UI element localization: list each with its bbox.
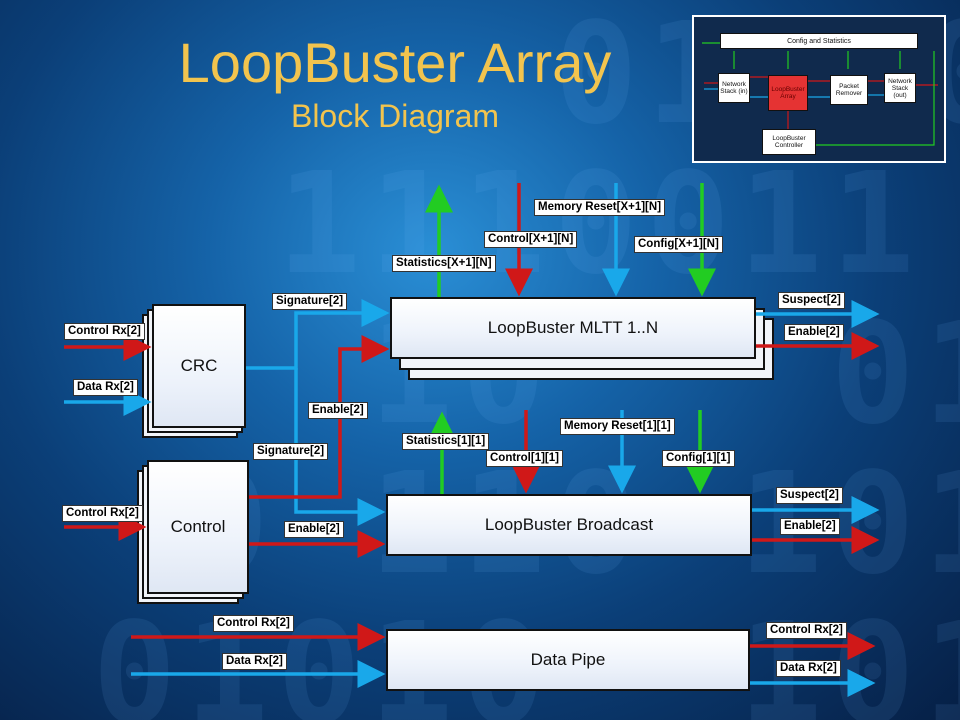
data-pipe-block: Data Pipe (386, 629, 750, 691)
label-ctl-control-rx: Control Rx[2] (62, 505, 143, 522)
overview-inset: Config and Statistics Network Stack (in)… (692, 15, 946, 163)
label-crc-data-rx: Data Rx[2] (73, 379, 138, 396)
control-block-label: Control (170, 517, 226, 536)
label-ctl-enable-top: Enable[2] (308, 402, 368, 419)
label-dp-control-in: Control Rx[2] (213, 615, 294, 632)
label-dp-data-in: Data Rx[2] (222, 653, 287, 670)
label-crc-signature-low: Signature[2] (253, 443, 329, 460)
label-mltt-statistics: Statistics[X+1][N] (392, 255, 496, 272)
broadcast-block-label: LoopBuster Broadcast (484, 515, 654, 534)
crc-block: CRC (152, 304, 246, 428)
label-bc-enable: Enable[2] (780, 518, 840, 535)
inset-net-out: Network Stack (out) (884, 73, 916, 103)
label-mltt-memreset: Memory Reset[X+1][N] (534, 199, 666, 216)
broadcast-block: LoopBuster Broadcast (386, 494, 752, 556)
label-bc-config: Config[1][1] (662, 450, 735, 467)
label-bc-control: Control[1][1] (486, 450, 563, 467)
inset-net-in: Network Stack (in) (718, 73, 750, 103)
inset-lb-array: LoopBuster Array (768, 75, 808, 111)
inset-wires (702, 42, 938, 146)
label-bc-statistics: Statistics[1][1] (402, 433, 490, 450)
inset-packet-remover: Packet Remover (830, 75, 868, 105)
label-dp-data-out: Data Rx[2] (776, 660, 841, 677)
inset-config-stats: Config and Statistics (720, 33, 918, 49)
mltt-block: LoopBuster MLTT 1..N (390, 297, 756, 359)
inset-lb-controller: LoopBuster Controller (762, 129, 816, 155)
page-title: LoopBuster Array (178, 31, 612, 94)
label-bc-memreset: Memory Reset[1][1] (560, 418, 675, 435)
label-crc-control-rx: Control Rx[2] (64, 323, 145, 340)
label-mltt-control: Control[X+1][N] (484, 231, 578, 248)
crc-block-label: CRC (180, 356, 218, 375)
crc-signature-top-wire (246, 299, 390, 370)
label-mltt-suspect: Suspect[2] (778, 292, 845, 309)
label-crc-signature-top: Signature[2] (272, 293, 348, 310)
label-bc-suspect: Suspect[2] (776, 487, 843, 504)
label-ctl-enable-low: Enable[2] (284, 521, 344, 538)
ctl-enable-top-wire (249, 335, 390, 499)
page-subtitle: Block Diagram (290, 98, 500, 134)
label-dp-control-out: Control Rx[2] (766, 622, 847, 639)
data-pipe-block-label: Data Pipe (530, 650, 606, 669)
mltt-block-label: LoopBuster MLTT 1..N (487, 318, 659, 337)
crc-signature-low-wire (294, 368, 386, 526)
control-block: Control (147, 460, 249, 594)
label-mltt-enable: Enable[2] (784, 324, 844, 341)
label-mltt-config: Config[X+1][N] (634, 236, 723, 253)
